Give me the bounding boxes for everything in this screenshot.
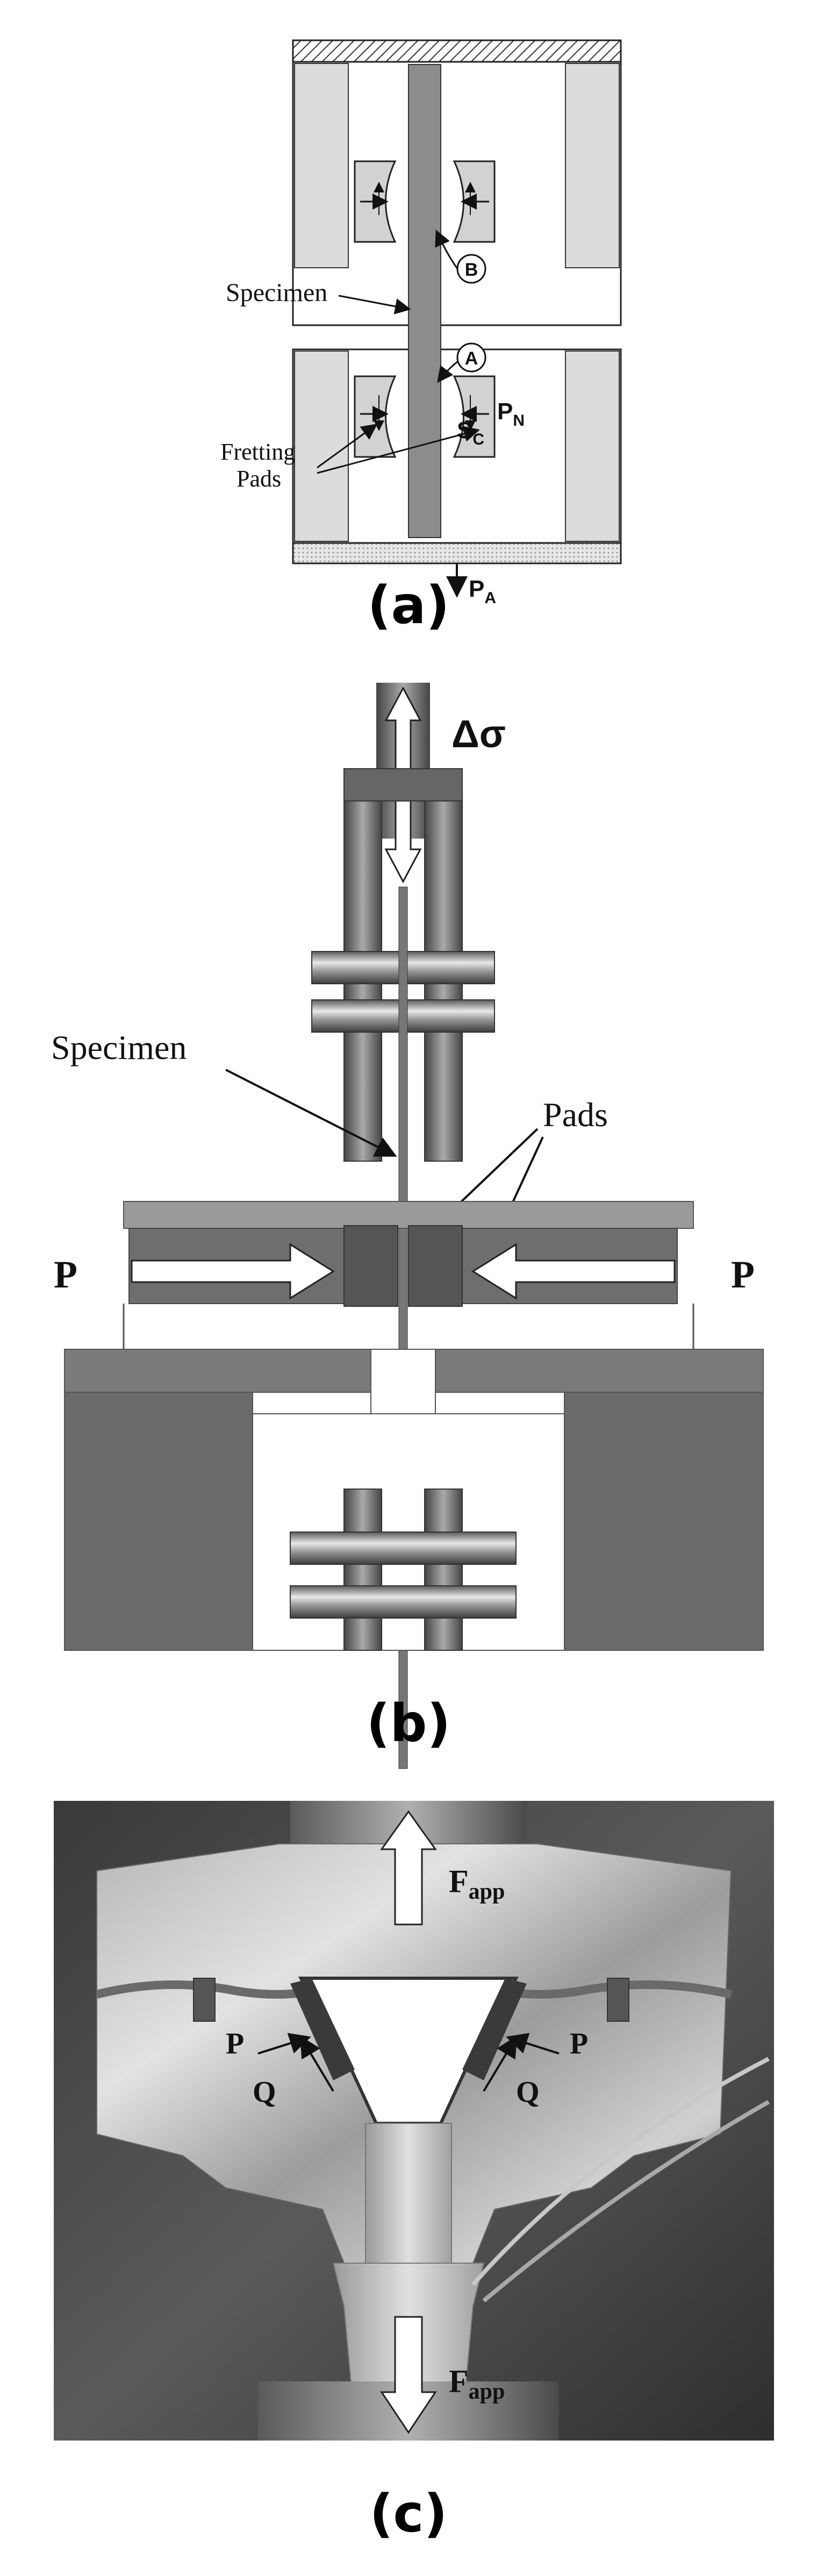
applied-force-up-arrow (380, 1810, 437, 1926)
label-p-a: PA (469, 576, 496, 607)
left-normal-load-arrow (131, 1243, 335, 1300)
right-contact-pad (462, 1978, 527, 2080)
top-left-block (294, 63, 349, 268)
specimen-leader (338, 295, 411, 314)
label-f-app-bottom: Fapp (449, 2364, 505, 2404)
label-p-left-c: P (226, 2027, 244, 2060)
lower-clevis-left (343, 1489, 382, 1651)
lower-clevis-right (424, 1489, 463, 1651)
base-center-slot (370, 1349, 436, 1414)
specimen-bar (408, 64, 441, 538)
top-right-block (565, 63, 620, 268)
base-frame-left (64, 1392, 253, 1651)
label-pads: Pads (236, 466, 281, 492)
label-q-left-c: Q (253, 2076, 276, 2109)
panel-c: Fapp Fapp P Q P Q (c) (0, 1801, 817, 2576)
label-p-right-b: P (731, 1253, 755, 1296)
marker-b-leader (435, 230, 458, 269)
left-bolt (193, 1978, 216, 2022)
weld-seam-left (96, 1980, 324, 1999)
right-pad (408, 1225, 463, 1307)
label-f-app-top: Fapp (449, 1864, 505, 1904)
right-bolt (607, 1978, 629, 2022)
caption-c: (c) (369, 2484, 448, 2544)
fretting-pad-leader-right (317, 426, 480, 474)
panel-b: Δσ Specimen Pads P P (0, 683, 817, 1812)
label-q-right-c: Q (516, 2076, 540, 2109)
label-p-n: PN (497, 398, 525, 430)
panel-a-drawing: PA Specimen B A PN SC Fretting Pads (220, 39, 622, 607)
pad-loading-plate (123, 1201, 694, 1229)
marker-b: B (465, 260, 478, 280)
weld-seam-right (493, 1980, 732, 1999)
label-specimen: Specimen (226, 278, 327, 307)
label-p-right-c: P (570, 2027, 588, 2060)
panel-b-drawing: Δσ Specimen Pads P P (51, 683, 764, 1769)
bottom-right-block (565, 350, 620, 542)
marker-a: A (465, 348, 478, 369)
base-frame-right (564, 1392, 764, 1651)
specimen-leader-b (225, 1069, 397, 1157)
caption-a: (a) (367, 575, 450, 635)
specimen-neck (365, 2123, 452, 2264)
upper-clevis-top (343, 768, 463, 802)
label-pads-b: Pads (543, 1096, 608, 1134)
lower-pin-1 (290, 1532, 517, 1565)
left-tangential-load-line (299, 2035, 334, 2092)
lower-pin-2 (290, 1585, 517, 1619)
marker-a-circle (456, 342, 486, 373)
sensor-cable-1 (471, 2057, 770, 2286)
sensor-cable-2 (482, 2100, 770, 2303)
bottom-moving-support (292, 542, 622, 564)
right-tangential-load-line (483, 2035, 518, 2092)
label-p-left-b: P (54, 1253, 77, 1296)
label-delta-sigma: Δσ (452, 713, 506, 756)
left-contact-pad (290, 1978, 355, 2080)
label-fretting: Fretting (220, 439, 295, 465)
panel-c-photo: Fapp Fapp P Q P Q (54, 1801, 774, 2441)
panel-a: PA Specimen B A PN SC Fretting Pads (a) (0, 0, 817, 645)
label-specimen-b: Specimen (51, 1028, 187, 1067)
applied-force-down-arrow (380, 2316, 437, 2434)
bottom-left-block (294, 350, 349, 542)
fretting-pad-leader-left (317, 424, 378, 469)
marker-a-leader (437, 360, 458, 383)
left-pad (343, 1225, 398, 1307)
caption-b: (b) (366, 1693, 451, 1754)
top-fixed-support (292, 39, 622, 63)
right-normal-load-arrow (471, 1243, 676, 1300)
